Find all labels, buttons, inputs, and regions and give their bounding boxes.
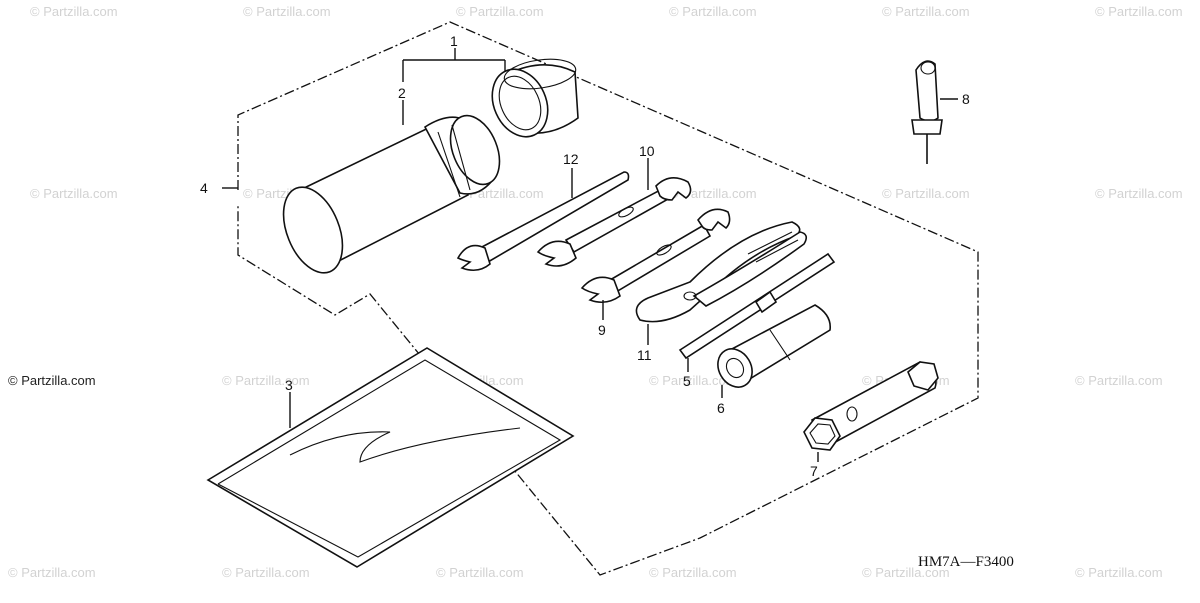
tool-bag-cap <box>491 58 579 138</box>
open-end-wrench-long <box>456 171 630 272</box>
tool-kit-boundary <box>237 21 979 576</box>
callout-8: 8 <box>962 91 970 107</box>
hex-key-tool <box>911 60 943 164</box>
watermark: © Partzilla.com <box>1095 4 1183 19</box>
callout-5: 5 <box>683 373 691 389</box>
owners-manual <box>206 347 575 568</box>
watermark: © Partzilla.com <box>30 186 118 201</box>
watermark: © Partzilla.com <box>222 373 310 388</box>
watermark: © Partzilla.com <box>436 565 524 580</box>
watermark: © Partzilla.com <box>8 565 96 580</box>
callout-2: 2 <box>398 85 406 101</box>
open-end-wrench-10 <box>536 177 692 267</box>
watermark: © Partzilla.com <box>882 186 970 201</box>
watermark: © Partzilla.com <box>456 4 544 19</box>
callout-6: 6 <box>717 400 725 416</box>
watermark: © Partzilla.com <box>1095 186 1183 201</box>
tool-bag <box>282 114 501 274</box>
watermark: © Partzilla.com <box>649 373 737 388</box>
watermark: © Partzilla.com <box>243 4 331 19</box>
open-end-wrench-9 <box>580 208 731 304</box>
watermark: © Partzilla.com <box>8 373 96 388</box>
callout-10: 10 <box>639 143 655 159</box>
callout-7: 7 <box>810 463 818 479</box>
callout-4: 4 <box>200 180 208 196</box>
socket-wrench <box>717 304 832 388</box>
pliers <box>635 221 808 323</box>
figure-code: HM7A—F3400 <box>918 554 1014 570</box>
callout-3: 3 <box>285 377 293 393</box>
callout-1: 1 <box>450 33 458 49</box>
watermark: © Partzilla.com <box>669 4 757 19</box>
watermark: © Partzilla.com <box>222 565 310 580</box>
callout-12: 12 <box>563 151 579 167</box>
watermark: © Partzilla.com <box>882 4 970 19</box>
callout-9: 9 <box>598 322 606 338</box>
callout-11: 11 <box>637 347 652 363</box>
watermark: © Partzilla.com <box>1075 373 1163 388</box>
screwdriver <box>678 252 836 360</box>
watermark: © Partzilla.com <box>30 4 118 19</box>
watermark: © Partzilla.com <box>649 565 737 580</box>
box-spanner <box>803 361 939 451</box>
watermark: © Partzilla.com <box>1075 565 1163 580</box>
watermark: © Partzilla.com <box>862 565 950 580</box>
